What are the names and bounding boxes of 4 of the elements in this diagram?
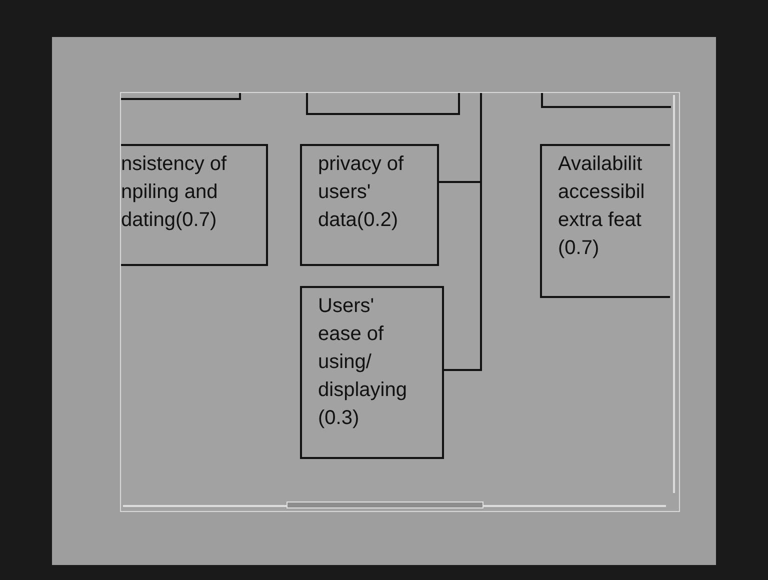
text-box: privacy of users' data(0.2) [300,144,439,266]
text-box: nsistency of npiling and dating(0.7) [121,144,268,266]
text-box: Availabilit accessibil extra feat (0.7) [540,144,670,298]
text-box: Users' ease of using/ displaying (0.3) [300,286,444,459]
